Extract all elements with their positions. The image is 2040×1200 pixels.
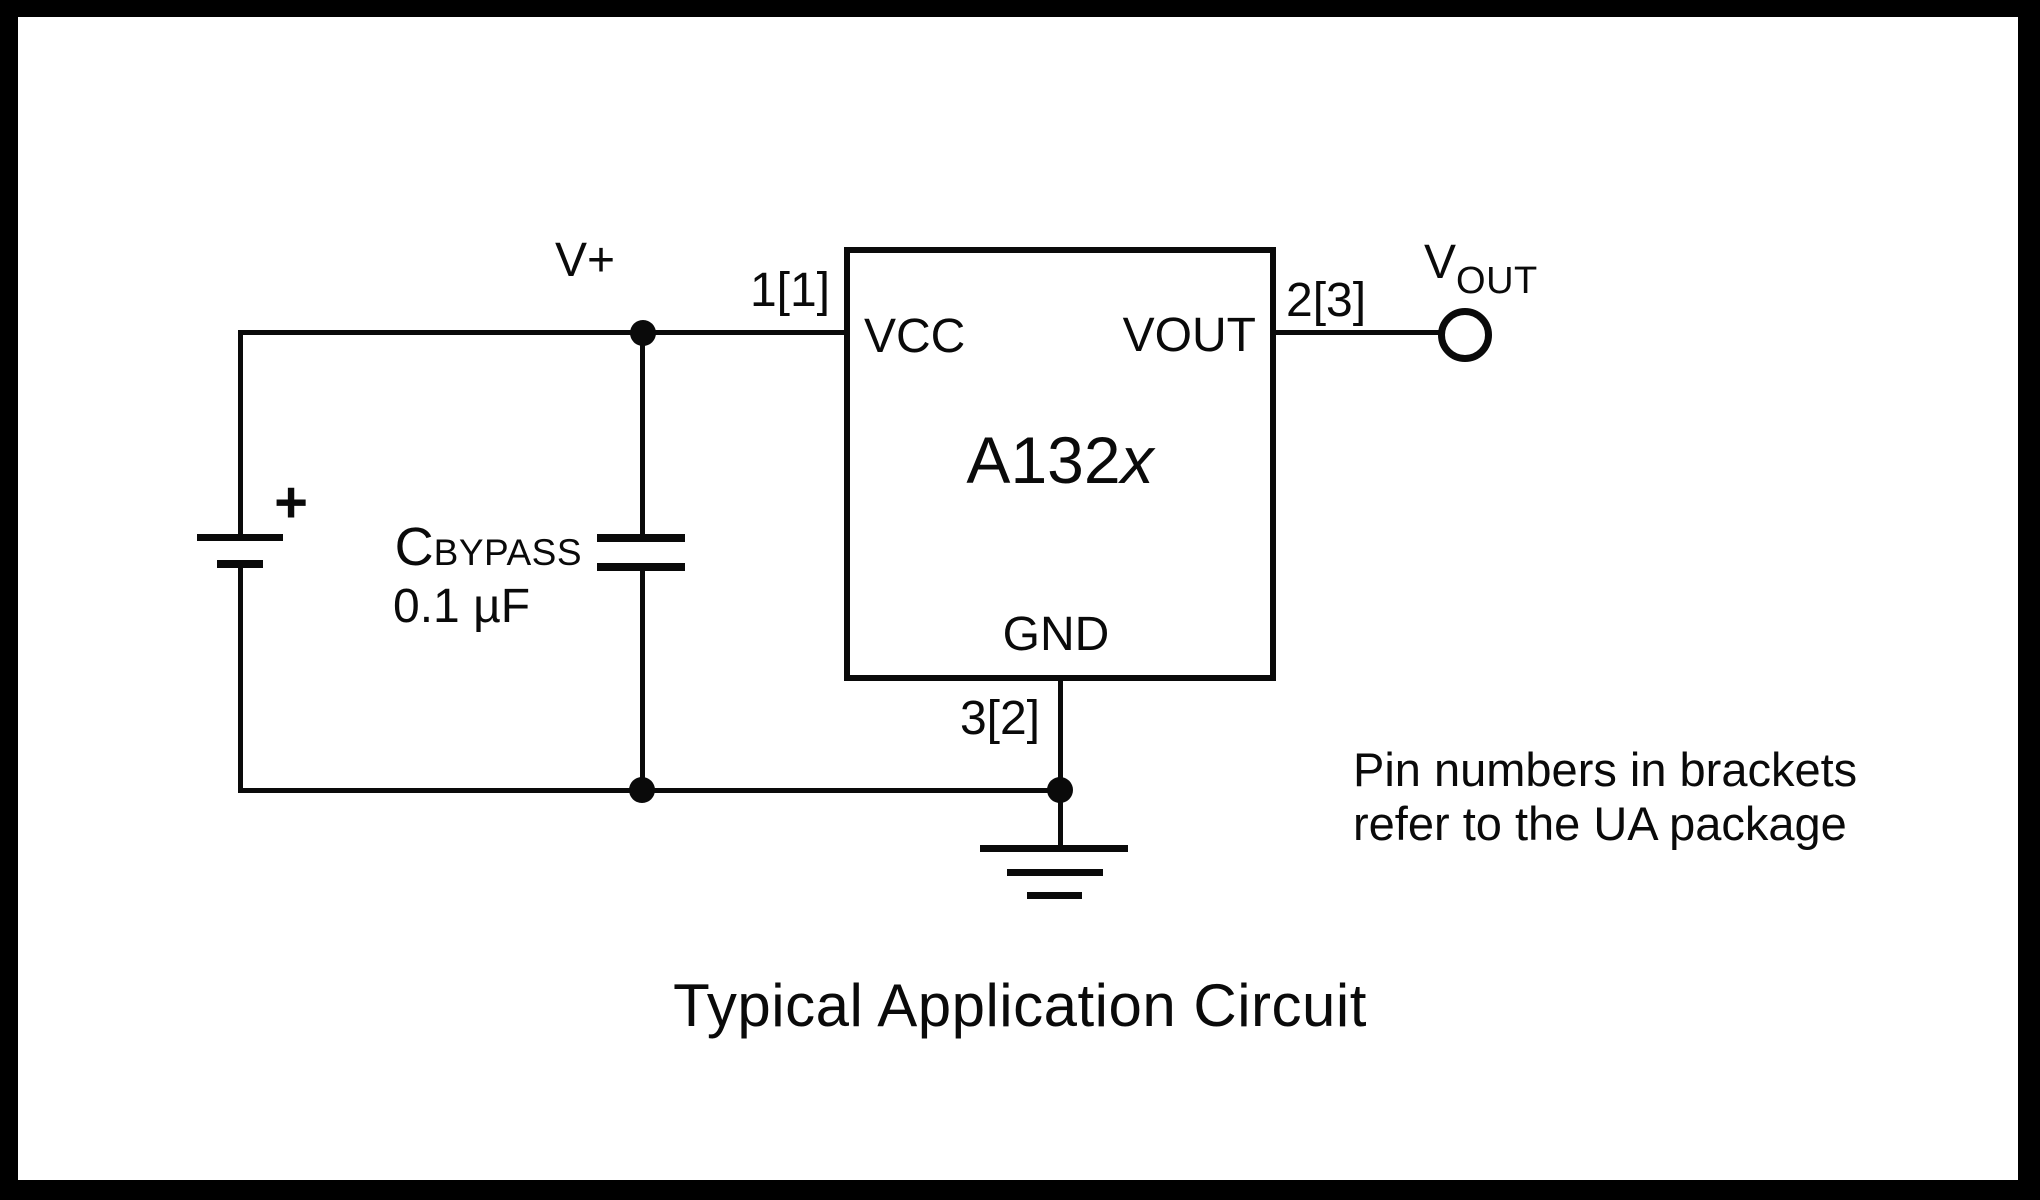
capacitor-value-label: 0.1 µF bbox=[393, 580, 531, 633]
wire-battery-top bbox=[238, 330, 243, 538]
pin-number-vout: 2[3] bbox=[1286, 274, 1367, 327]
wire-gnd-stub bbox=[1058, 793, 1063, 848]
ground-bar-3 bbox=[1027, 892, 1082, 899]
ground-bar-2 bbox=[1007, 869, 1103, 876]
output-net-subscript: OUT bbox=[1456, 260, 1538, 302]
junction-dot-supply bbox=[630, 320, 656, 346]
output-terminal-circle bbox=[1438, 308, 1492, 362]
wire-top-rail bbox=[238, 330, 848, 335]
wire-battery-bottom bbox=[238, 567, 243, 793]
package-note: Pin numbers in brackets refer to the UA … bbox=[1353, 743, 1857, 851]
capacitor-plate-bottom bbox=[597, 563, 685, 571]
junction-dot-gnd bbox=[1047, 777, 1073, 803]
capacitor-plate-top bbox=[597, 534, 685, 542]
battery-plate-short bbox=[217, 560, 263, 568]
ic-part-prefix: A132 bbox=[966, 423, 1121, 497]
capacitor-ref-label: CBYPASS bbox=[330, 517, 582, 577]
ic-part-variant: x bbox=[1120, 423, 1154, 497]
package-note-line2: refer to the UA package bbox=[1353, 797, 1847, 850]
output-net-label: VOUT bbox=[1424, 236, 1538, 302]
pin-name-vcc: VCC bbox=[864, 310, 966, 363]
battery-plate-long bbox=[197, 534, 283, 541]
wire-gnd-pin bbox=[1058, 675, 1063, 788]
wire-capacitor-bottom bbox=[640, 571, 645, 788]
package-note-line1: Pin numbers in brackets bbox=[1353, 743, 1858, 796]
output-net-main: V bbox=[1424, 236, 1457, 289]
pin-name-gnd: GND bbox=[1002, 608, 1110, 661]
junction-dot-capacitor bbox=[629, 777, 655, 803]
wire-capacitor-top bbox=[640, 333, 645, 536]
pin-name-vout: VOUT bbox=[1122, 309, 1256, 362]
battery-polarity-label: + bbox=[274, 470, 308, 535]
pin-number-gnd: 3[2] bbox=[959, 692, 1040, 745]
ic-part-number: A132x bbox=[844, 423, 1276, 497]
ic-box bbox=[844, 247, 1276, 681]
capacitor-ref-subscript: BYPASS bbox=[433, 532, 582, 573]
ground-bar-1 bbox=[980, 845, 1128, 852]
figure-caption: Typical Application Circuit bbox=[673, 972, 1367, 1039]
supply-net-label: V+ bbox=[554, 234, 616, 287]
capacitor-ref-main: C bbox=[394, 517, 434, 577]
wire-vout bbox=[1273, 330, 1440, 335]
pin-number-vcc: 1[1] bbox=[749, 264, 830, 317]
